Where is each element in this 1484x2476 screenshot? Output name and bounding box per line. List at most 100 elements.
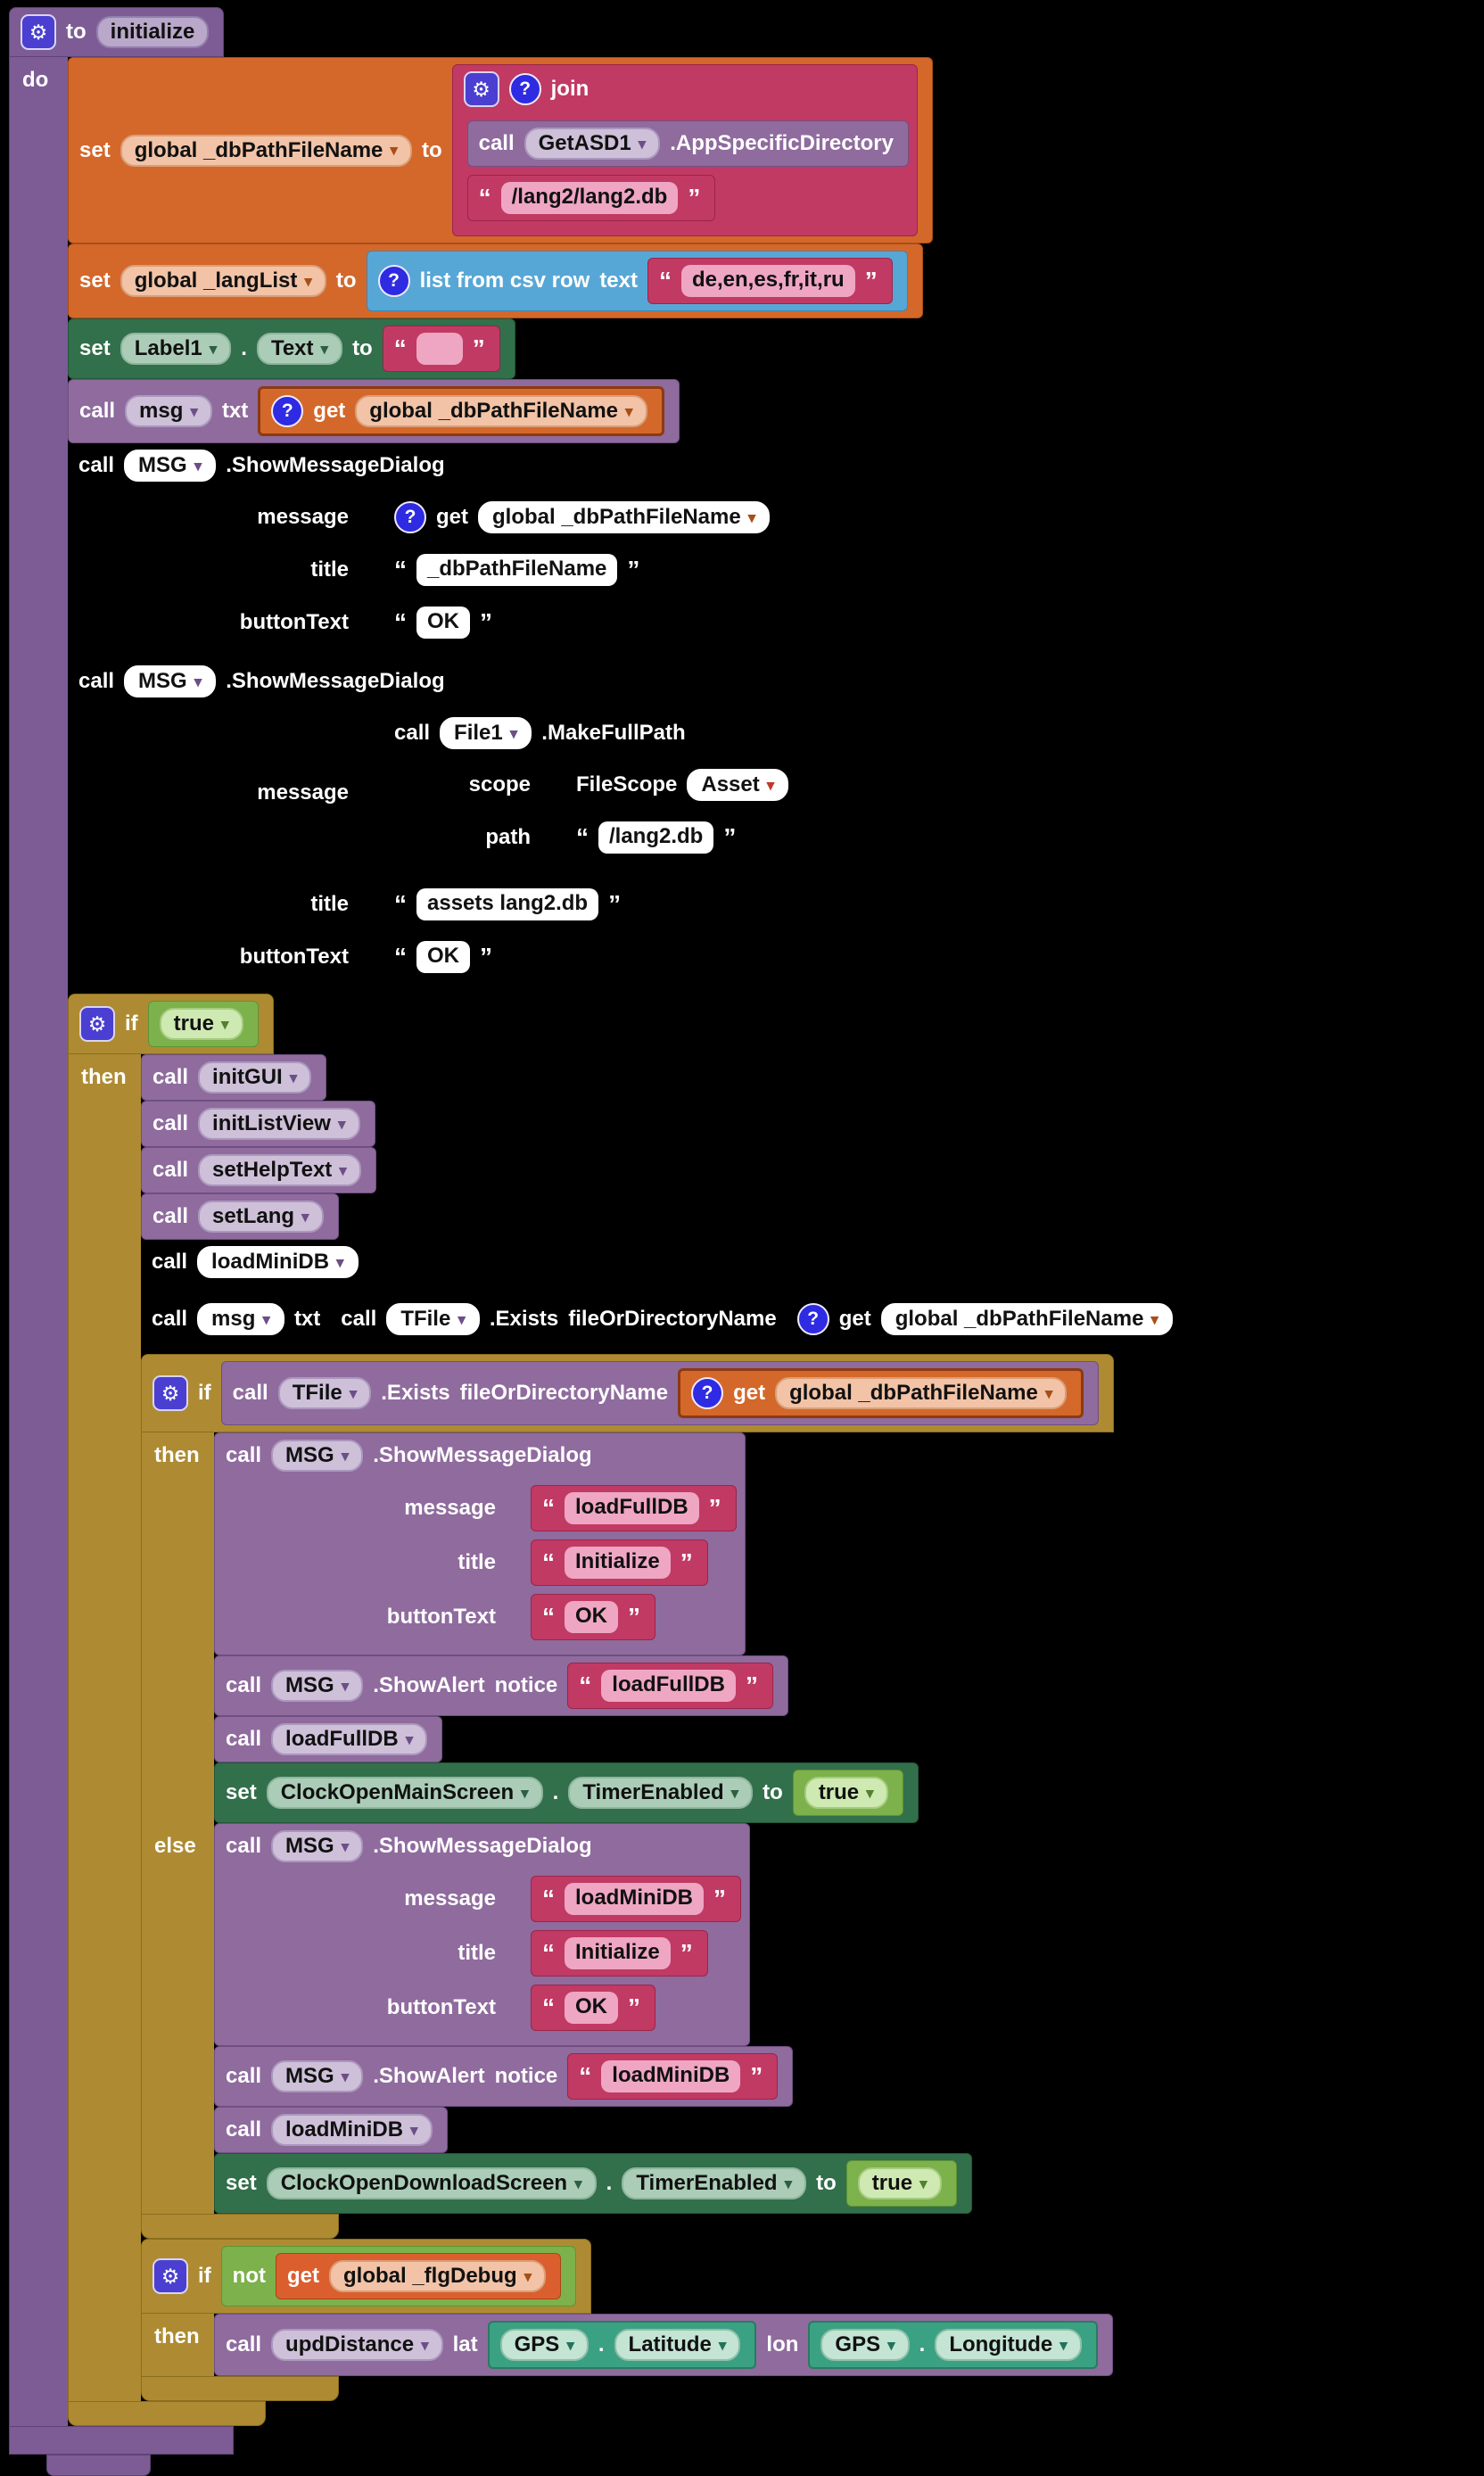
filescope-dropdown[interactable]: Asset▾	[687, 769, 789, 801]
property-dropdown[interactable]: TimerEnabled▾	[568, 1777, 754, 1809]
variable-dropdown[interactable]: global _langList▾	[120, 265, 326, 297]
component-dropdown[interactable]: TFile▾	[386, 1303, 480, 1335]
procedure-dropdown[interactable]: loadMiniDB▾	[271, 2114, 433, 2146]
gear-icon[interactable]: ⚙	[463, 71, 499, 107]
string-block[interactable]: “OK”	[383, 935, 507, 979]
string-block[interactable]: “_dbPathFileName”	[383, 548, 654, 592]
component-dropdown[interactable]: MSG▾	[271, 1670, 364, 1702]
GPS-Latitude-getter-block[interactable]: GPS▾.Latitude▾	[487, 2321, 757, 2369]
help-icon[interactable]: ?	[796, 1303, 829, 1335]
component-dropdown[interactable]: GPS▾	[499, 2329, 589, 2361]
gear-icon[interactable]: ⚙	[153, 1375, 188, 1411]
variable-dropdown[interactable]: global _dbPathFileName▾	[355, 395, 647, 427]
variable-dropdown[interactable]: global _dbPathFileName▾	[775, 1377, 1068, 1409]
text-field[interactable]: Initialize	[565, 1937, 671, 1969]
property-dropdown[interactable]: Latitude▾	[614, 2329, 741, 2361]
procedure-name-field[interactable]: initialize	[95, 16, 210, 48]
text-field[interactable]: Initialize	[565, 1547, 671, 1579]
text-field[interactable]: /lang2/lang2.db	[500, 182, 679, 214]
variable-dropdown[interactable]: global _dbPathFileName▾	[478, 501, 771, 533]
procedure-dropdown[interactable]: msg▾	[125, 395, 212, 427]
string-block[interactable]: “loadFullDB”	[567, 1663, 773, 1709]
string-block[interactable]: “loadFullDB”	[531, 1485, 737, 1531]
help-icon[interactable]: ?	[377, 265, 410, 297]
logic-true-block[interactable]: true▾	[845, 2160, 957, 2207]
procedure-dropdown[interactable]: loadFullDB▾	[271, 1723, 428, 1755]
component-dropdown[interactable]: MSG▾	[271, 2060, 364, 2092]
component-dropdown[interactable]: MSG▾	[271, 1440, 364, 1472]
text-field[interactable]: OK	[416, 941, 470, 973]
gear-icon[interactable]: ⚙	[21, 14, 56, 50]
procedure-dropdown[interactable]: initListView▾	[198, 1108, 360, 1140]
logic-dropdown[interactable]: true▾	[804, 1777, 888, 1809]
component-dropdown[interactable]: GPS▾	[820, 2329, 910, 2361]
text-field[interactable]: loadMiniDB	[601, 2060, 741, 2092]
string-block[interactable]: “loadMiniDB”	[567, 2053, 779, 2100]
string-block[interactable]: “OK”	[531, 1985, 655, 2031]
string-block[interactable]: “loadMiniDB”	[531, 1876, 741, 1922]
string-block[interactable]: “Initialize”	[531, 1930, 708, 1977]
string-block[interactable]: “OK”	[531, 1594, 655, 1640]
text-field[interactable]: de,en,es,fr,it,ru	[681, 265, 855, 297]
component-dropdown[interactable]: MSG▾	[124, 450, 217, 482]
text-field[interactable]: loadFullDB	[601, 1670, 736, 1702]
procedure-dropdown[interactable]: setLang▾	[198, 1201, 324, 1233]
text-field[interactable]	[416, 333, 463, 365]
property-dropdown[interactable]: Text▾	[256, 333, 343, 365]
component-dropdown[interactable]: TFile▾	[277, 1377, 372, 1409]
logic-true-block[interactable]: true▾	[147, 1001, 259, 1047]
component-dropdown[interactable]: File1▾	[440, 717, 532, 749]
GPS-Longitude-getter-block[interactable]: GPS▾.Longitude▾	[808, 2321, 1098, 2369]
text-field[interactable]: assets lang2.db	[416, 888, 599, 920]
string-block[interactable]: “/lang2.db”	[565, 815, 750, 860]
property-dropdown[interactable]: TimerEnabled▾	[622, 2167, 807, 2200]
procedure-dropdown[interactable]: setHelpText▾	[198, 1154, 361, 1186]
logic-dropdown[interactable]: true▾	[159, 1008, 243, 1040]
logic-dropdown[interactable]: true▾	[857, 2167, 942, 2200]
help-icon[interactable]: ?	[394, 501, 426, 533]
string-block[interactable]: “assets lang2.db”	[383, 882, 635, 927]
component-dropdown[interactable]: GetASD1▾	[524, 128, 661, 160]
component-dropdown[interactable]: ClockOpenMainScreen▾	[266, 1777, 543, 1809]
text-field[interactable]: OK	[565, 1992, 618, 2024]
component-dropdown[interactable]: Label1▾	[120, 333, 232, 365]
string-block[interactable]: “/lang2/lang2.db”	[466, 175, 716, 221]
string-block[interactable]: “Initialize”	[531, 1539, 708, 1586]
help-icon[interactable]: ?	[271, 395, 304, 427]
variable-dropdown[interactable]: global _flgDebug▾	[328, 2260, 547, 2292]
component-dropdown[interactable]: MSG▾	[271, 1830, 364, 1862]
component-dropdown[interactable]: ClockOpenDownloadScreen▾	[266, 2167, 597, 2200]
string-block[interactable]: “OK”	[383, 600, 507, 645]
procedure-dropdown[interactable]: updDistance▾	[271, 2329, 443, 2361]
